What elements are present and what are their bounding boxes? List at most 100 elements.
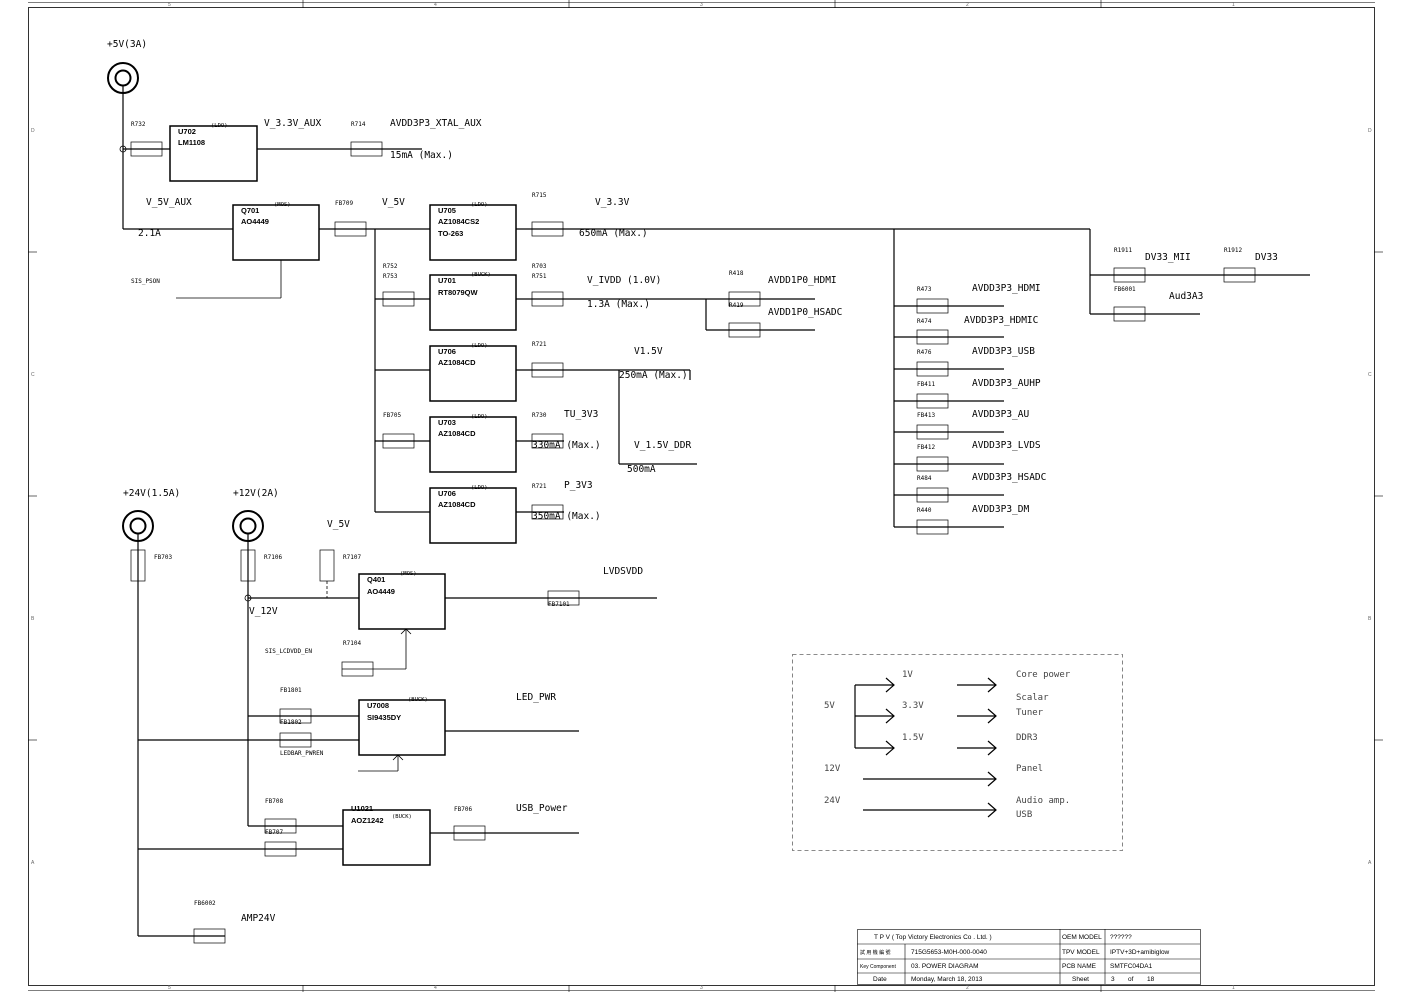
net-v12v: V_12V xyxy=(249,606,278,617)
legend-tuner: Tuner xyxy=(1016,708,1044,718)
frame-col-4: 4 xyxy=(434,2,437,8)
legend-box xyxy=(792,654,1123,851)
legend-core-power: Core power xyxy=(1016,670,1071,680)
frame-col-2: 2 xyxy=(966,2,969,8)
tb-sheet-number: 3 xyxy=(1111,976,1115,983)
u706a-type: (LDO) xyxy=(471,343,488,349)
frame-col-3: 3 xyxy=(700,2,703,8)
net-v5v-b: V_5V xyxy=(327,519,350,530)
net-amp24v: AMP24V xyxy=(241,913,276,924)
u703-type: (LDO) xyxy=(471,414,488,420)
frame-row-a-right: A xyxy=(1368,860,1372,866)
ref-r730: R730 xyxy=(532,412,547,419)
tb-date-value: Monday, March 18, 2013 xyxy=(911,976,983,983)
ref-r715: R715 xyxy=(532,192,547,199)
u701-part: RT8079QW xyxy=(438,288,479,297)
q701-ref: Q701 xyxy=(241,206,259,215)
u701-buck xyxy=(429,274,517,331)
net-avdd3p3-lvds: AVDD3P3_LVDS xyxy=(972,440,1041,451)
net-tu3v3: TU_3V3 xyxy=(564,409,598,420)
net-350ma: 350mA (Max.) xyxy=(532,511,601,522)
ref-r721a: R721 xyxy=(532,341,547,348)
ref-r751: R751 xyxy=(532,273,547,280)
net-avdd3p3-au: AVDD3P3_AU xyxy=(972,409,1029,420)
legend-3-3v: 3.3V xyxy=(902,701,924,711)
net-avdd3p3-auhp: AVDD3P3_AUHP xyxy=(972,378,1041,389)
frame-row-b: B xyxy=(31,616,35,622)
ref-fb708: FB708 xyxy=(265,798,283,805)
net-v5aux: V_5V_AUX xyxy=(146,197,192,208)
ref-fb703: FB703 xyxy=(154,554,172,561)
net-avdd3p3-hdmic: AVDD3P3_HDMIC xyxy=(964,315,1038,326)
ref-fb6002: FB6002 xyxy=(194,900,216,907)
source-12v-label: +12V(2A) xyxy=(233,488,279,499)
net-usb-power: USB_Power xyxy=(516,803,568,814)
tb-key-component-label: Key Component xyxy=(860,964,896,970)
frame-col-1-bottom: 1 xyxy=(1232,985,1235,991)
ref-r7104: R7104 xyxy=(343,640,361,647)
legend-1v: 1V xyxy=(902,670,913,680)
u702-part: LM1108 xyxy=(178,138,205,147)
q401-ref: Q401 xyxy=(367,575,385,584)
frame-col-2-bottom: 2 xyxy=(966,985,969,991)
source-5v-label: +5V(3A) xyxy=(107,39,147,50)
ref-fb1801: FB1801 xyxy=(280,687,302,694)
tb-tpv-label: TPV MODEL xyxy=(1062,949,1100,956)
net-500ma: 500mA xyxy=(627,464,656,475)
ref-r703: R703 xyxy=(532,263,547,270)
ref-r476: R476 xyxy=(917,349,932,356)
net-v33aux: V_3.3V_AUX xyxy=(264,118,321,129)
legend-1-5v: 1.5V xyxy=(902,733,924,743)
net-v15ddr: V_1.5V_DDR xyxy=(634,440,691,451)
drawing-frame xyxy=(28,7,1375,986)
u706a-ref: U706 xyxy=(438,347,456,356)
frame-col-5-bottom: 5 xyxy=(168,985,171,991)
u703-part: AZ1084CD xyxy=(438,429,476,438)
net-250ma: 250mA (Max.) xyxy=(619,370,688,381)
ref-r419: R419 xyxy=(729,302,744,309)
ref-r753: R753 xyxy=(383,273,398,280)
net-dv33: DV33 xyxy=(1255,252,1278,263)
q701-part: AO4449 xyxy=(241,217,269,226)
u701-type: (BUCK) xyxy=(471,272,491,278)
q401-mos xyxy=(358,573,446,630)
u705-type: (LDO) xyxy=(471,202,488,208)
frame-row-c-right: C xyxy=(1368,372,1372,378)
tb-trial-value: 715G5653-M0H-000-0040 xyxy=(911,949,987,956)
u1021-ref: U1021 xyxy=(351,804,373,813)
legend-audio-amp: Audio amp. xyxy=(1016,796,1070,806)
ref-fb6001: FB6001 xyxy=(1114,286,1136,293)
net-v33: V_3.3V xyxy=(595,197,630,208)
legend-24v: 24V xyxy=(824,796,841,806)
net-330ma: 330mA (Max.) xyxy=(532,440,601,451)
q401-type: (MOS) xyxy=(400,571,417,577)
tb-date-label: Date xyxy=(873,976,887,983)
tb-company: T P V ( Top Victory Electronics Co . Ltd… xyxy=(874,934,992,941)
frame-row-a: A xyxy=(31,860,35,866)
net-1-3a: 1.3A (Max.) xyxy=(587,299,650,310)
frame-col-5: 5 xyxy=(168,2,171,8)
net-aud3a3: Aud3A3 xyxy=(1169,291,1203,302)
net-dv33-mii: DV33_MII xyxy=(1145,252,1191,263)
u705-part: AZ1084CS2 xyxy=(438,217,479,226)
ref-fb705: FB705 xyxy=(383,412,401,419)
net-vivdd: V_IVDD (1.0V) xyxy=(587,275,661,286)
u705-ref: U705 xyxy=(438,206,456,215)
legend-scalar: Scalar xyxy=(1016,693,1049,703)
tb-tpv-value: IPTV+3D+amibiglow xyxy=(1110,949,1170,956)
net-led-pwr: LED_PWR xyxy=(516,692,556,703)
ref-r721b: R721 xyxy=(532,483,547,490)
tb-sheet-of: of xyxy=(1128,976,1134,983)
net-avdd3p3-dm: AVDD3P3_DM xyxy=(972,504,1029,515)
q701-type: (MOS) xyxy=(274,202,291,208)
q401-part: AO4449 xyxy=(367,587,395,596)
u7008-part: SI9435DY xyxy=(367,713,401,722)
legend-12v: 12V xyxy=(824,764,841,774)
legend-ddr3: DDR3 xyxy=(1016,733,1038,743)
u7008-ref: U7008 xyxy=(367,701,389,710)
u705-pkg: TO-263 xyxy=(438,229,463,238)
tb-diagram-name: 03. POWER DIAGRAM xyxy=(911,963,979,970)
ref-fb412: FB412 xyxy=(917,444,935,451)
u7008-buck xyxy=(358,699,446,756)
